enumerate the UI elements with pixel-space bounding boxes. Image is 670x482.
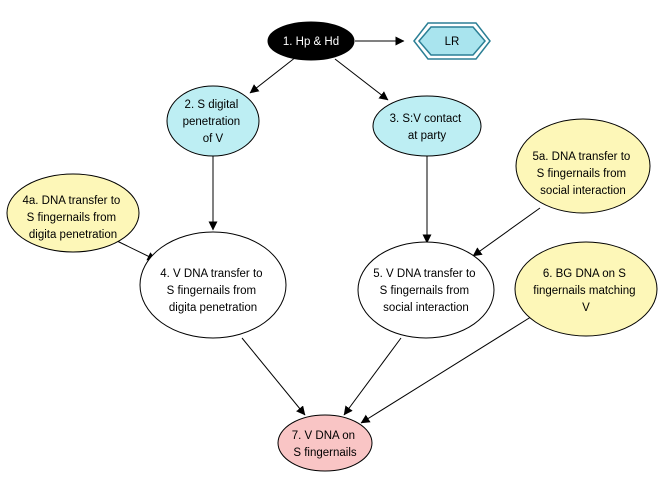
node-4-label: 4. V DNA transfer to S fingernails from … [160, 268, 265, 314]
node-2-line-3: of V [203, 133, 224, 145]
node-4a-line-2: S fingernails from [27, 212, 116, 224]
node-4a-transfer-digita-penetration: 4a. DNA transfer to S fingernails from d… [6, 173, 140, 253]
node-4a-label: 4a. DNA transfer to S fingernails from d… [23, 195, 124, 241]
node-2-line-1: 2. S digital [185, 99, 239, 111]
node-lr: LR [413, 22, 491, 60]
node-5-shape [357, 241, 495, 339]
edge-1-to-2 [249, 56, 297, 94]
edges [116, 36, 541, 424]
node-5a-line-1: 5a. DNA transfer to [533, 151, 631, 163]
node-4a-line-3: digita penetration [29, 229, 117, 241]
node-6-label: 6. BG DNA on S fingernails matching V [533, 268, 638, 314]
edge-5-to-7 [343, 337, 402, 416]
node-6-bg-dna: 6. BG DNA on S fingernails matching V [514, 241, 658, 337]
node-6-line-2: fingernails matching [533, 285, 635, 297]
node-2-line-2: penetration [183, 116, 241, 128]
node-2-shape [166, 85, 260, 157]
node-2-digital-penetration: 2. S digital penetration of V [166, 85, 260, 157]
node-4-line-2: S fingernails from [167, 285, 256, 297]
node-3-line-2: at party [408, 130, 447, 142]
node-5-label: 5. V DNA transfer to S fingernails from … [373, 268, 478, 314]
node-5-line-3: social interaction [383, 302, 469, 314]
edge-1-to-3 [334, 58, 389, 101]
node-5a-line-3: social interaction [540, 185, 626, 197]
edge-4-to-7 [241, 337, 306, 416]
lr-hexagon-inner [418, 26, 486, 56]
node-4a-line-1: 4a. DNA transfer to [23, 195, 121, 207]
node-7-line-2: S fingernails [293, 447, 357, 459]
node-5-line-2: S fingernails from [380, 285, 469, 297]
node-5-v-dna-transfer-social: 5. V DNA transfer to S fingernails from … [357, 241, 495, 339]
node-5-line-1: 5. V DNA transfer to [373, 268, 475, 280]
node-7-line-1: 7. V DNA on [292, 430, 355, 442]
node-3-shape [372, 95, 482, 157]
node-6-shape [514, 241, 658, 337]
node-7-v-dna-on-fingernails: 7. V DNA on S fingernails [277, 414, 373, 472]
node-5a-label: 5a. DNA transfer to S fingernails from s… [533, 151, 634, 197]
node-7-label: 7. V DNA on S fingernails [292, 430, 359, 459]
edge-5a-to-5 [472, 207, 541, 257]
node-1-shape [267, 21, 355, 61]
node-4a-shape [6, 173, 140, 253]
lr-line: LR [445, 36, 460, 48]
edge-4a-to-4 [116, 240, 157, 261]
node-5a-line-2: S fingernails from [537, 168, 626, 180]
node-7-shape [277, 414, 373, 472]
node-5a-shape [515, 118, 651, 214]
node-4-v-dna-transfer-digita: 4. V DNA transfer to S fingernails from … [139, 231, 287, 339]
node-1-line: 1. Hp & Hd [283, 36, 339, 48]
node-3-line-1: 3. S:V contact [390, 113, 462, 125]
node-5a-transfer-social-interaction: 5a. DNA transfer to S fingernails from s… [515, 118, 651, 214]
lr-label: LR [445, 36, 460, 48]
node-2-label: 2. S digital penetration of V [183, 99, 244, 145]
node-1-hp-hd: 1. Hp & Hd [267, 21, 355, 61]
edge-6-to-7 [360, 314, 535, 424]
node-4-shape [139, 231, 287, 339]
node-6-line-1: 6. BG DNA on S [543, 268, 626, 280]
node-3-label: 3. S:V contact at party [390, 113, 465, 142]
node-4-line-1: 4. V DNA transfer to [160, 268, 262, 280]
node-6-line-3: V [582, 302, 590, 314]
node-1-label: 1. Hp & Hd [283, 36, 339, 48]
node-3-contact-at-party: 3. S:V contact at party [372, 95, 482, 157]
node-4-line-3: digita penetration [169, 302, 257, 314]
